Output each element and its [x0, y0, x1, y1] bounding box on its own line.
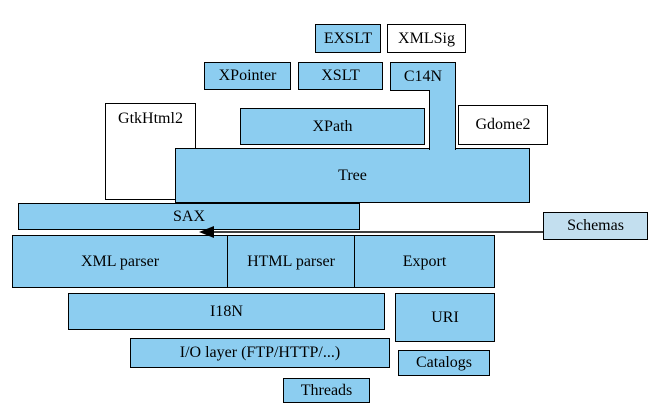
node-catalogs: Catalogs	[398, 350, 490, 376]
node-schemas: Schemas	[543, 212, 648, 240]
node-gdome2: Gdome2	[458, 105, 548, 145]
node-export: Export	[354, 235, 495, 288]
node-xpointer: XPointer	[204, 62, 291, 90]
c14n-tree-connector	[429, 90, 456, 150]
node-uri: URI	[395, 293, 495, 342]
node-exslt: EXSLT	[315, 24, 381, 53]
node-threads: Threads	[283, 378, 370, 403]
node-xpath: XPath	[240, 108, 425, 145]
node-c14n: C14N	[390, 62, 456, 91]
node-io-layer: I/O layer (FTP/HTTP/...)	[130, 338, 390, 368]
node-xslt: XSLT	[298, 62, 383, 90]
node-xmlsig: XMLSig	[387, 24, 466, 53]
node-html-parser: HTML parser	[227, 235, 355, 288]
node-sax: SAX	[18, 203, 360, 230]
node-tree: Tree	[175, 148, 530, 203]
node-xml-parser: XML parser	[12, 235, 228, 288]
node-i18n: I18N	[68, 293, 385, 330]
